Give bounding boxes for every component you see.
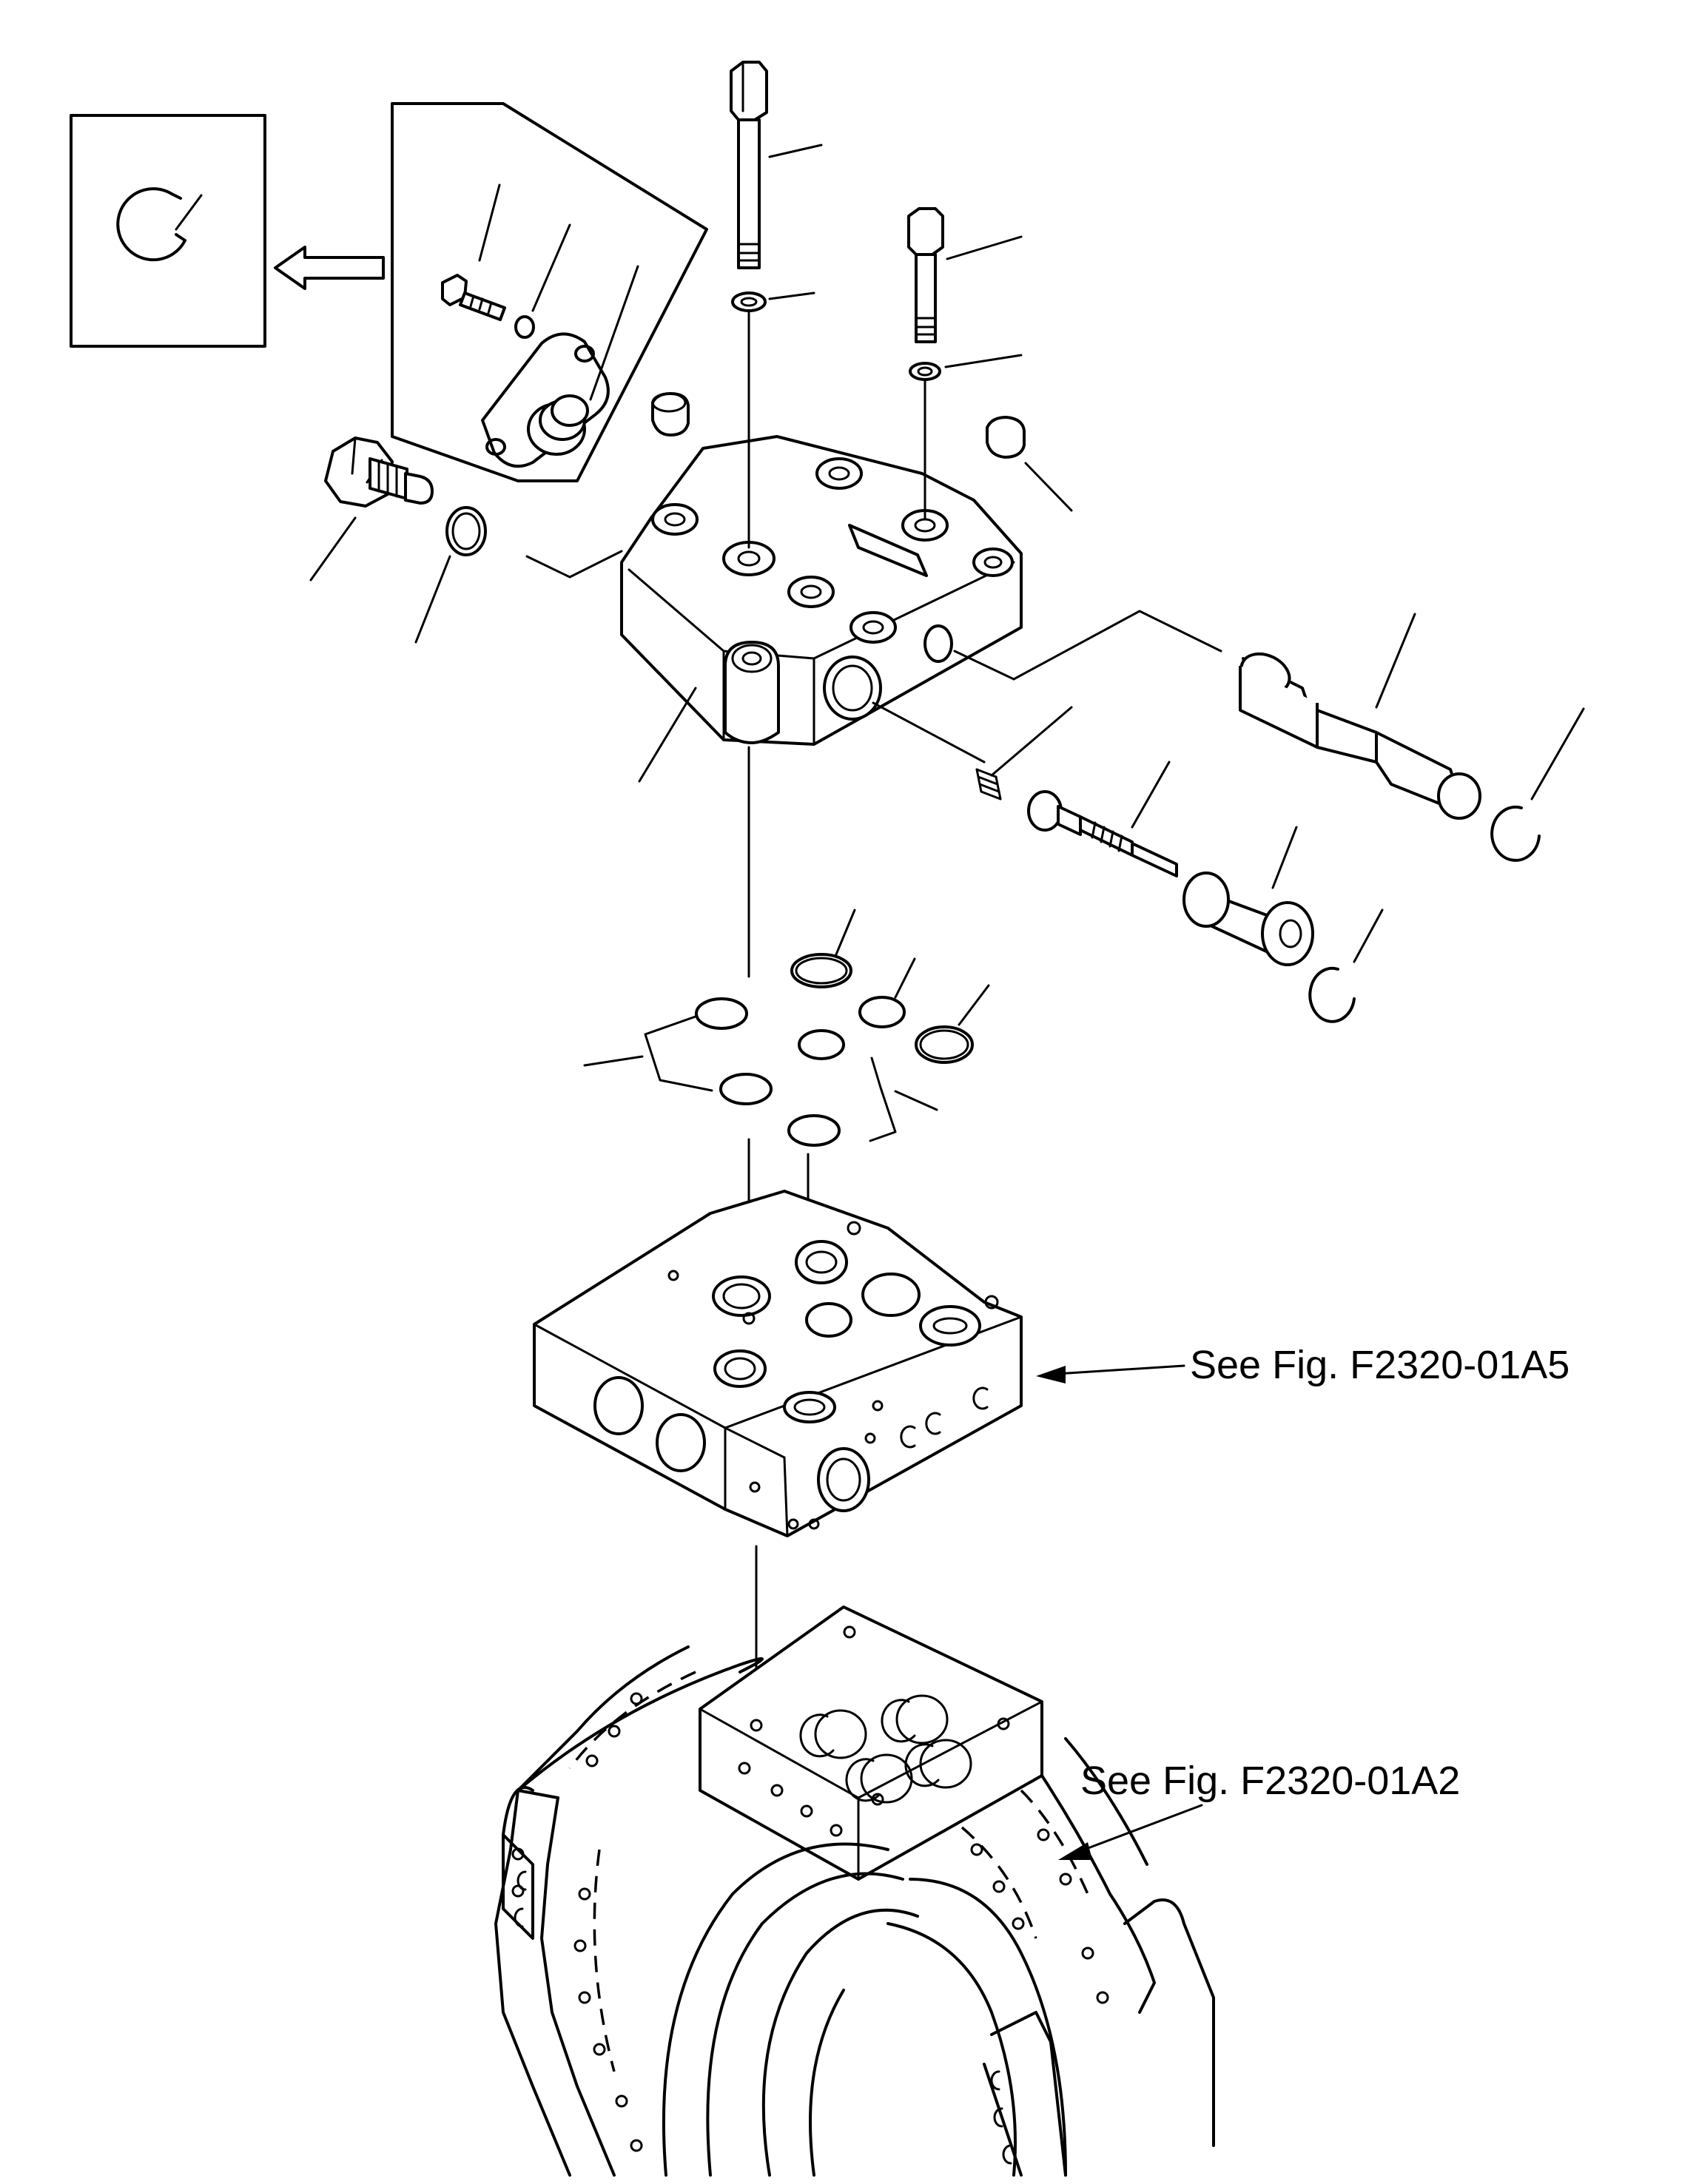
leader-plug-2 bbox=[1024, 462, 1073, 512]
snap-ring-right bbox=[1490, 805, 1541, 862]
short-bolt bbox=[907, 207, 1023, 343]
washer-1 bbox=[731, 291, 767, 312]
spool bbox=[1239, 613, 1481, 820]
o-ring-set bbox=[583, 909, 990, 1147]
mounting-plate bbox=[699, 1605, 1043, 1881]
leader-a2 bbox=[1058, 1804, 1203, 1860]
leader-o-ring bbox=[414, 555, 451, 644]
long-bolt bbox=[730, 61, 823, 269]
leader-a5 bbox=[1036, 1364, 1185, 1383]
plug-1 bbox=[651, 392, 690, 437]
plug-2 bbox=[986, 416, 1073, 512]
inset-snap-ring bbox=[116, 187, 186, 262]
snap-ring-lower bbox=[1308, 966, 1356, 1023]
leader-short-bolt bbox=[946, 235, 1023, 260]
leader-bolt bbox=[478, 183, 501, 262]
piston-cup bbox=[1182, 826, 1314, 966]
detail-arrow bbox=[274, 246, 385, 290]
cover-plate-group bbox=[441, 183, 639, 468]
small-spring bbox=[975, 706, 1073, 801]
washer-2 bbox=[909, 362, 941, 381]
small-bolt bbox=[441, 274, 506, 321]
reference-label-a5: See Fig. F2320-01A5 bbox=[1190, 1343, 1570, 1387]
cover-plate bbox=[481, 332, 610, 468]
leader-large-plug bbox=[309, 516, 357, 582]
small-washer bbox=[514, 315, 535, 339]
detail-callout-outline bbox=[391, 102, 708, 482]
leader-long-bolt bbox=[768, 144, 823, 158]
valve-body-upper bbox=[620, 435, 1023, 783]
valve-block-lower bbox=[533, 1190, 1023, 1537]
leader-poppet bbox=[1131, 761, 1171, 829]
inset-leader bbox=[175, 194, 203, 231]
leader-plate bbox=[589, 265, 639, 401]
connector-line bbox=[1012, 610, 1222, 681]
reference-label-a2: See Fig. F2320-01A2 bbox=[1080, 1759, 1461, 1803]
detail-inset bbox=[70, 114, 266, 348]
poppet bbox=[1027, 761, 1178, 877]
leader-spool bbox=[1375, 613, 1416, 709]
o-ring-large-plug bbox=[445, 506, 487, 556]
large-plug bbox=[309, 437, 434, 582]
housing bbox=[494, 1645, 1215, 2177]
leader-washer bbox=[531, 223, 571, 312]
leader-body bbox=[638, 687, 697, 783]
